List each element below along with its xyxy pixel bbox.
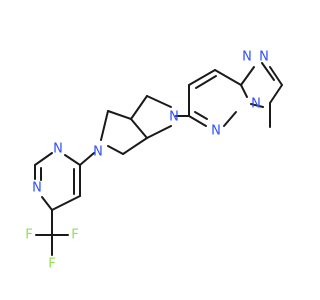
structure-diagram: N N N N N N N N F F F xyxy=(25,50,283,272)
bond xyxy=(122,137,148,155)
bond xyxy=(195,75,217,89)
bond xyxy=(51,195,81,211)
bond xyxy=(240,84,248,98)
bond xyxy=(64,154,81,166)
bond xyxy=(130,95,148,120)
bond xyxy=(194,111,208,120)
atom-n-triazole-3: N xyxy=(251,97,261,112)
bond xyxy=(240,66,255,86)
pyrimidine-ring xyxy=(34,152,81,211)
bond xyxy=(41,196,53,211)
atom-n-pyrrolidine-left: N xyxy=(93,145,103,160)
bond xyxy=(130,118,148,139)
bond xyxy=(146,125,172,139)
bond xyxy=(146,95,172,108)
bond xyxy=(34,152,53,166)
bond xyxy=(250,103,264,108)
molecule-canvas: N N N N N N N N F F F xyxy=(25,50,283,272)
bond xyxy=(100,110,109,141)
atom-n-triazole-1: N xyxy=(242,50,252,65)
atom-n-triazole-2: N xyxy=(259,50,269,65)
bond xyxy=(188,115,207,127)
bond xyxy=(107,145,124,155)
bond xyxy=(107,110,132,120)
bicyclic-amine xyxy=(100,95,172,155)
atom-f-1: F xyxy=(48,257,55,272)
pyridazine-ring xyxy=(188,69,242,127)
bond xyxy=(269,84,283,104)
bond xyxy=(261,62,275,81)
bond xyxy=(214,69,242,86)
trifluoromethyl-group xyxy=(35,209,69,256)
bond xyxy=(269,66,283,86)
atom-n-pyrimidine-top: N xyxy=(53,142,63,157)
atom-n-pyridazine: N xyxy=(211,124,221,139)
atom-labels: N N N N N N N N F F F xyxy=(25,50,269,272)
triazole-ring xyxy=(240,62,283,128)
bond xyxy=(223,111,237,127)
atom-f-2: F xyxy=(25,228,32,243)
atom-f-3: F xyxy=(71,228,78,243)
bond xyxy=(79,152,95,166)
atom-n-pyrrolidine-right: N xyxy=(169,110,179,125)
bond xyxy=(188,69,216,86)
atom-n-pyrimidine-bottom: N xyxy=(32,181,42,196)
